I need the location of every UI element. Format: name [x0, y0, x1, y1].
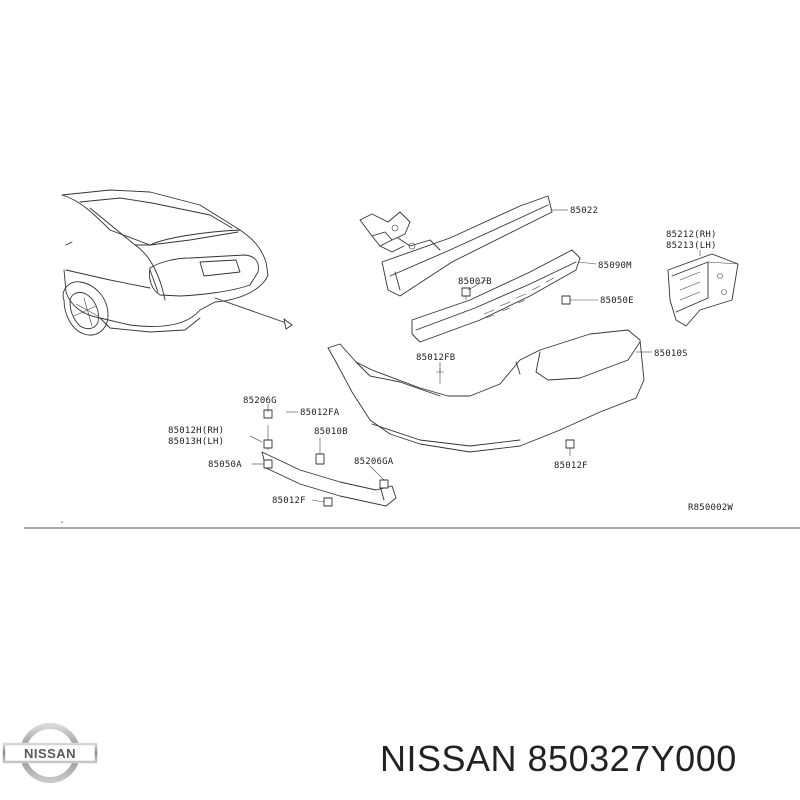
label-85012f-left: 85012F — [272, 496, 306, 506]
label-85010s: 85010S — [654, 349, 688, 359]
part-labels: 85022 85212(RH) 85213(LH) 85090M 85007B … — [168, 206, 733, 513]
logo-text: NISSAN — [24, 746, 76, 761]
lower-molding — [261, 409, 575, 507]
bumper-fascia — [327, 329, 645, 453]
label-85007b: 85007B — [458, 277, 492, 287]
label-85206g: 85206G — [243, 396, 277, 406]
catalog-number: NISSAN 850327Y000 — [380, 738, 737, 779]
label-85050a: 85050A — [208, 460, 242, 470]
diagram-code: R850002W — [688, 503, 733, 513]
label-85206ga: 85206GA — [354, 457, 394, 467]
nissan-logo: NISSAN — [2, 723, 98, 783]
clip-85050e — [561, 295, 571, 305]
label-85012fa: 85012FA — [300, 408, 340, 418]
car-rear-illustration — [61, 189, 293, 336]
label-85012fb: 85012FB — [416, 353, 455, 363]
label-85012f-right: 85012F — [554, 461, 588, 471]
label-85212: 85212(RH) — [666, 230, 717, 240]
label-85012h: 85012H(RH) — [168, 426, 224, 436]
label-85013h: 85013H(LH) — [168, 437, 224, 447]
leader-lines — [249, 209, 701, 503]
divider-dot — [61, 521, 63, 523]
bumper-reinforcement — [359, 195, 553, 297]
side-bracket — [667, 253, 739, 327]
label-85090m: 85090M — [598, 261, 632, 271]
energy-absorber — [411, 249, 581, 343]
label-85213: 85213(LH) — [666, 241, 717, 251]
label-85050e: 85050E — [600, 296, 634, 306]
label-85022: 85022 — [570, 206, 598, 216]
label-85010b: 85010B — [314, 427, 348, 437]
